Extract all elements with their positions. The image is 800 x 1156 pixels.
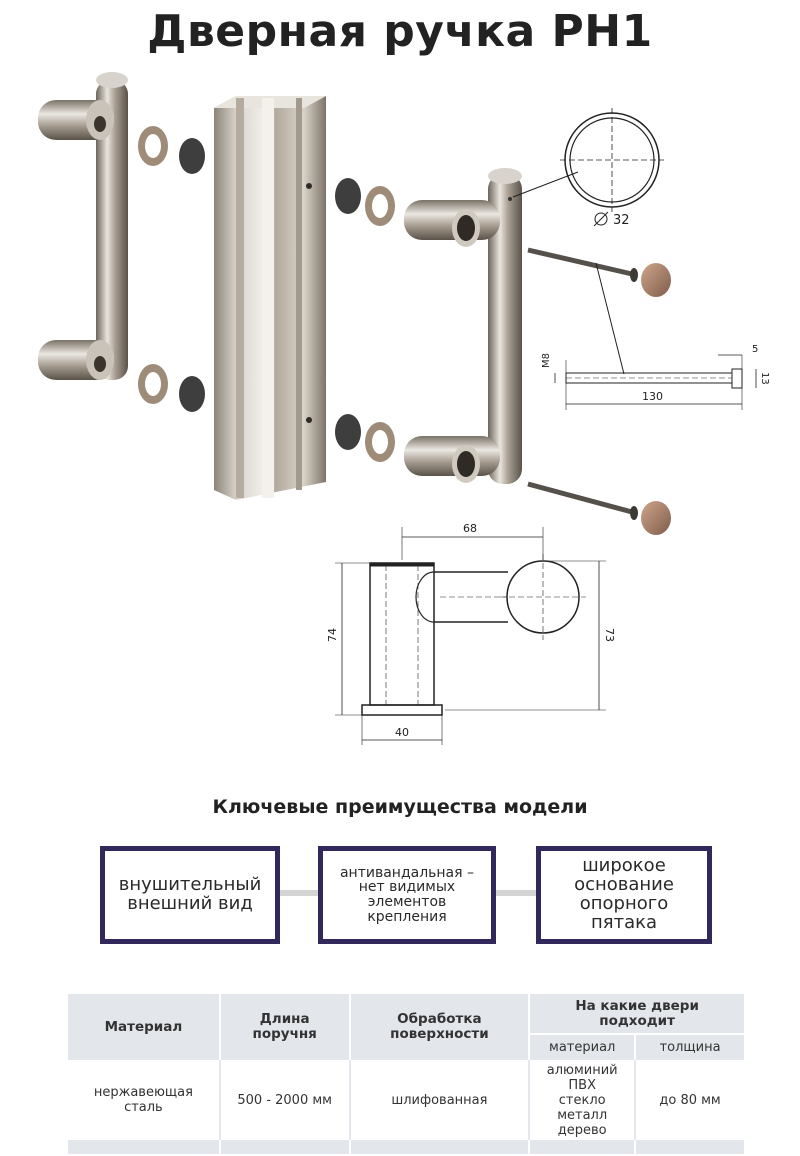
bolt-drawing: 130 M8 5 13: [541, 262, 770, 410]
right-handle: [404, 168, 522, 484]
advantages-heading: Ключевые преимущества модели: [212, 796, 588, 818]
washers-right: [335, 178, 395, 462]
connector-line: [496, 890, 536, 896]
cell-length: 500 - 2000 мм: [219, 1060, 351, 1140]
table-footer: [68, 1140, 221, 1154]
diameter-detail: 32: [512, 108, 664, 228]
technical-drawing: 68 74 73 40: [326, 522, 616, 745]
connector-line: [280, 890, 318, 896]
dim-bolt-length: 130: [642, 390, 663, 403]
dim-thread: M8: [541, 353, 552, 368]
header-finish: Обработка поверхности: [349, 994, 531, 1060]
page-title: Дверная ручка PH1: [147, 6, 653, 57]
header-material: Материал: [68, 994, 221, 1060]
dim-head: 5: [752, 344, 758, 355]
door-profile: [214, 96, 326, 500]
spec-table: Материал Длина поручня Обработка поверхн…: [68, 994, 746, 1154]
washers-left: [138, 126, 205, 412]
advantage-card-appearance: внушительный внешний вид: [100, 846, 280, 944]
cell-thickness: до 80 мм: [635, 1060, 746, 1140]
dim-base-width: 40: [395, 726, 409, 739]
header-doors: На какие двери подходит: [529, 994, 746, 1034]
dim-height-right: 73: [603, 628, 616, 642]
left-handle: [38, 72, 128, 380]
advantage-card-antivandal: антивандальная – нет видимых элементов к…: [318, 846, 496, 944]
cell-material: нержавеющая сталь: [68, 1060, 221, 1140]
subheader-material: материал: [529, 1033, 637, 1060]
bolts: [527, 247, 671, 535]
advantage-card-base: широкое основание опорного пятака: [536, 846, 712, 944]
product-illustration: 32 130 M8 5 13 68 7: [38, 72, 770, 745]
cell-finish: шлифованная: [349, 1060, 531, 1140]
header-length: Длина поручня: [219, 994, 351, 1060]
dim-projection: 68: [463, 522, 477, 535]
dim-bolt-height: 13: [759, 372, 770, 385]
cell-door-materials: алюминий ПВХ стекло металл дерево: [529, 1060, 637, 1140]
subheader-thickness: толщина: [635, 1033, 746, 1060]
dim-height-left: 74: [326, 628, 339, 642]
dim-diameter: 32: [613, 213, 630, 228]
